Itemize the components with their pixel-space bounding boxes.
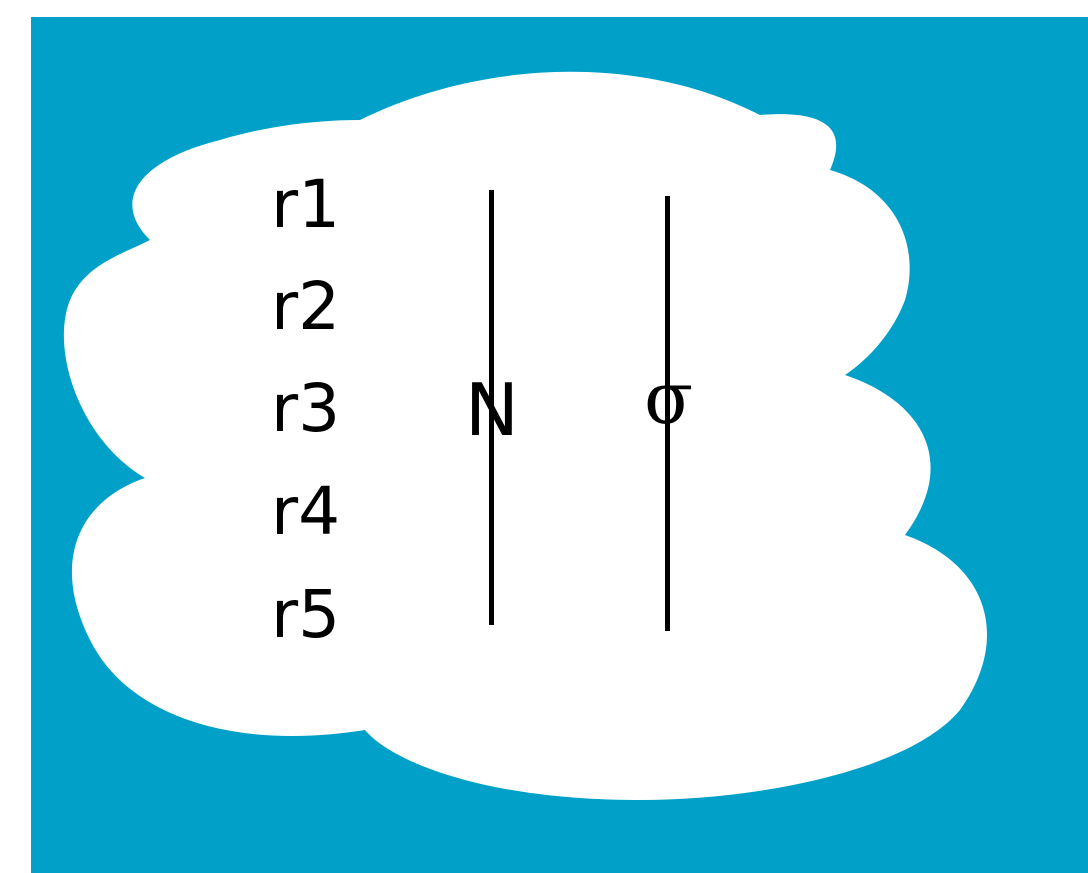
row-label-r4: r4 [271, 479, 340, 545]
row-label-r3: r3 [271, 376, 340, 442]
symbol-n: N [465, 374, 519, 446]
symbol-sigma: σ [644, 362, 693, 434]
row-label-r5: r5 [271, 582, 340, 648]
cloud-outline [64, 72, 987, 800]
row-label-r1: r1 [271, 172, 340, 238]
row-label-r2: r2 [271, 274, 340, 340]
